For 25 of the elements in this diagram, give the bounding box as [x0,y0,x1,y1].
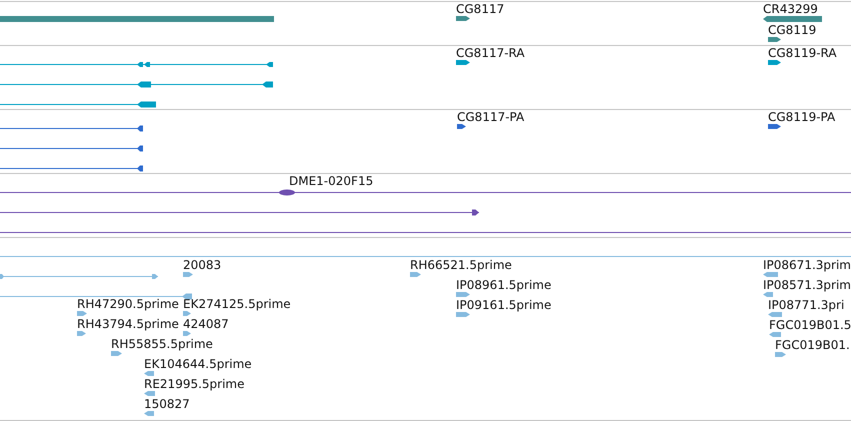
feature-label: RE21995.5prime [144,378,244,391]
feature-label: FGC019B01.5 [769,319,851,332]
feature-label: 424087 [183,318,229,331]
feature-label: EK274125.5prime [183,298,291,311]
feature-label: RH55855.5prime [111,338,213,351]
feature-label: CG8117 [456,3,504,16]
feature-label: IP08571.3prim [763,279,851,292]
feature-label: RH43794.5prime [77,318,179,331]
feature-label: CG8117-PA [457,111,524,124]
feature-label: FGC019B01. [775,339,850,352]
feature-label: IP08771.3pri [768,299,844,312]
feature-label: 20083 [183,259,222,272]
feature-label: CR43299 [763,3,818,16]
feature-label: IP09161.5prime [456,299,552,312]
feature-label: DME1-020F15 [289,175,374,188]
feature-label: CG8119-RA [768,47,837,60]
feature-label: RH66521.5prime [410,259,512,272]
feature-label: RH47290.5prime [77,298,179,311]
feature-label: IP08671.3prim [763,259,851,272]
feature-label: CG8119 [768,24,816,37]
feature-label: 150827 [144,398,190,411]
feature-label: CG8117-RA [456,47,525,60]
feature-label: IP08961.5prime [456,279,552,292]
feature-label: EK104644.5prime [144,358,252,371]
feature-label: CG8119-PA [768,111,836,124]
